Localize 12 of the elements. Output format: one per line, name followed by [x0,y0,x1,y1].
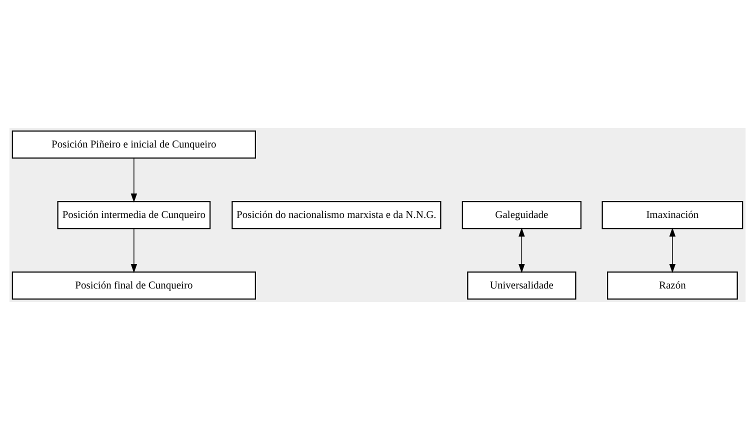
node-box: Imaxinación [602,200,744,229]
node-box: Posición final de Cunqueiro [12,270,256,300]
arrow [130,157,138,202]
node-box: Universalidade [467,270,576,300]
node-box: Galeguidade [462,200,582,229]
node-box: Razón [607,270,738,300]
node-box: Posición Piñeiro e inicial de Cunqueiro [12,130,256,158]
node-box: Posición intermedia de Cunqueiro [57,200,211,229]
arrow [130,228,138,272]
arrow [518,227,525,272]
arrow [669,227,676,272]
node-box: Posición do nacionalismo marxista e da N.N.G. [232,200,442,229]
